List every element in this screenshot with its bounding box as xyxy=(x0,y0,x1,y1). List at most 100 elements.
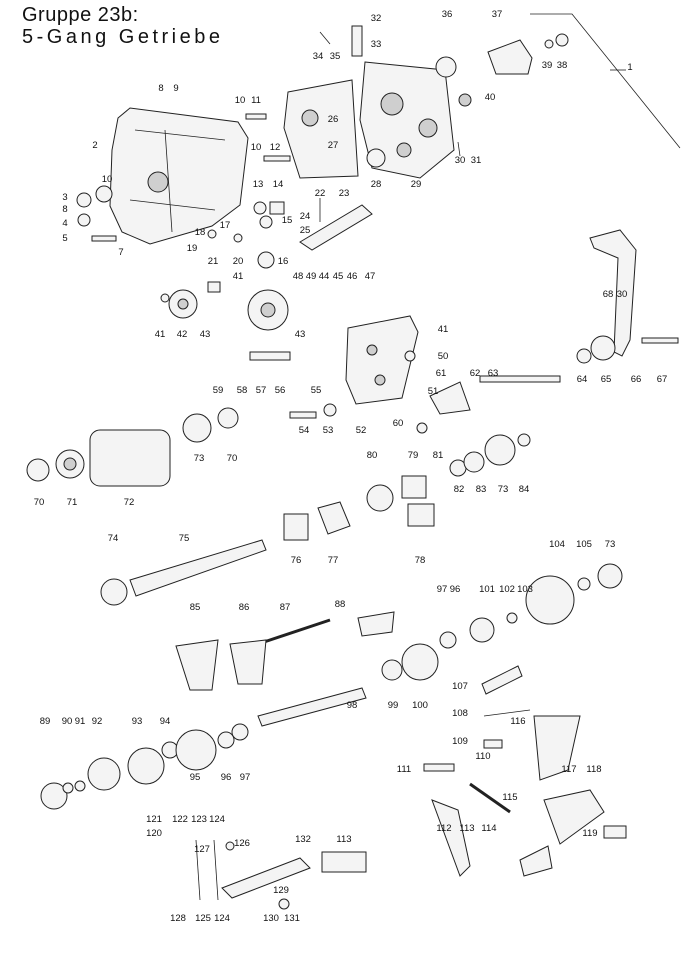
callout-c50: 50 xyxy=(438,351,449,362)
callout-c28: 28 xyxy=(371,179,382,190)
callout-c43a: 43 xyxy=(200,329,211,340)
callout-c44: 44 xyxy=(319,271,330,282)
callout-c85: 85 xyxy=(190,602,201,613)
callout-c93: 93 xyxy=(132,716,143,727)
callout-c11: 11 xyxy=(251,95,261,106)
callout-c40: 40 xyxy=(485,92,496,103)
callout-c65: 65 xyxy=(601,374,612,385)
callout-c59: 59 xyxy=(213,385,224,396)
shift-spring-housing xyxy=(481,665,523,695)
callout-c53: 53 xyxy=(323,425,334,436)
callout-c38: 38 xyxy=(557,60,568,71)
callout-c1: 1 xyxy=(627,62,632,73)
callout-c25: 25 xyxy=(300,225,311,236)
callout-c116: 116 xyxy=(510,716,525,727)
callout-c117: 117 xyxy=(561,764,576,775)
callout-c55: 55 xyxy=(311,385,322,396)
callout-c63: 63 xyxy=(488,368,499,379)
shift-lever xyxy=(533,715,581,781)
callout-c9: 9 xyxy=(173,83,178,94)
callout-c16: 16 xyxy=(278,256,289,267)
callout-c36: 36 xyxy=(442,9,453,20)
callout-c75: 75 xyxy=(179,533,190,544)
fork-bracket xyxy=(299,204,373,251)
callout-c124b: 124 xyxy=(214,913,230,924)
callout-c10c: 10 xyxy=(251,142,262,153)
transmission-housing xyxy=(109,107,249,245)
kickstart-lever xyxy=(589,229,637,357)
callout-c104: 104 xyxy=(549,539,565,550)
callout-c66: 66 xyxy=(631,374,642,385)
callout-c131: 131 xyxy=(284,913,300,924)
callout-c31: 31 xyxy=(471,155,482,166)
callout-c113a: 113 xyxy=(459,823,474,834)
callout-c48: 48 xyxy=(293,271,304,282)
callout-c30: 30 xyxy=(455,155,466,166)
callout-c46: 46 xyxy=(347,271,358,282)
callout-c51: 51 xyxy=(428,386,439,397)
callout-c12: 12 xyxy=(270,142,281,153)
callout-c43b: 43 xyxy=(295,329,306,340)
callout-c113b: 113 xyxy=(336,834,351,845)
callout-c27: 27 xyxy=(328,140,339,151)
callout-c124a: 124 xyxy=(209,814,225,825)
callout-c64: 64 xyxy=(577,374,588,385)
callout-c7: 7 xyxy=(118,247,123,258)
callout-c80: 80 xyxy=(367,450,378,461)
callout-c126: 126 xyxy=(234,838,250,849)
callout-c41b: 41 xyxy=(233,271,244,282)
callout-c57: 57 xyxy=(256,385,267,396)
callout-c88: 88 xyxy=(335,599,346,610)
callout-c35: 35 xyxy=(330,51,341,62)
callout-c114: 114 xyxy=(481,823,496,834)
housing-cover xyxy=(359,61,455,179)
callout-c8: 8 xyxy=(62,204,67,215)
callout-c123: 123 xyxy=(191,814,207,825)
callout-c24: 24 xyxy=(300,211,311,222)
callout-c72: 72 xyxy=(124,497,135,508)
callout-c111: 111 xyxy=(397,764,411,775)
callout-c18: 18 xyxy=(195,227,206,238)
callout-c120: 120 xyxy=(146,828,162,839)
callout-c54: 54 xyxy=(299,425,310,436)
callout-c97a: 97 xyxy=(240,772,251,783)
callout-c45: 45 xyxy=(333,271,344,282)
callout-c37: 37 xyxy=(492,9,503,20)
large-gear xyxy=(525,575,575,625)
shift-plate xyxy=(345,315,419,405)
callout-c34: 34 xyxy=(313,51,324,62)
callout-c109: 109 xyxy=(452,736,468,747)
callout-c94: 94 xyxy=(160,716,171,727)
callout-c60: 60 xyxy=(393,418,404,429)
callout-c49: 49 xyxy=(306,271,317,282)
callout-c32: 32 xyxy=(371,13,382,24)
callout-c122: 122 xyxy=(172,814,188,825)
callout-c95: 95 xyxy=(190,772,201,783)
callout-c87: 87 xyxy=(280,602,291,613)
callout-c79: 79 xyxy=(408,450,419,461)
callout-c130: 130 xyxy=(263,913,279,924)
callout-c41a: 41 xyxy=(155,329,166,340)
callout-c82: 82 xyxy=(454,484,465,495)
callout-c128: 128 xyxy=(170,913,186,924)
callout-c105: 105 xyxy=(576,539,592,550)
callout-c125: 125 xyxy=(195,913,211,924)
gasket xyxy=(283,79,359,179)
callout-c4: 4 xyxy=(62,218,67,229)
callout-c58: 58 xyxy=(237,385,248,396)
callout-c19: 19 xyxy=(187,243,198,254)
callout-c10b: 10 xyxy=(235,95,246,106)
callout-c97b: 97 xyxy=(437,584,448,595)
callout-c42: 42 xyxy=(177,329,188,340)
callout-c70a: 70 xyxy=(34,497,45,508)
callout-c5: 5 xyxy=(62,233,67,244)
callout-c77: 77 xyxy=(328,555,339,566)
callout-c23: 23 xyxy=(339,188,350,199)
callout-c41c: 41 xyxy=(438,324,449,335)
callout-c71: 71 xyxy=(67,497,78,508)
callout-c3: 3 xyxy=(62,192,67,203)
callout-c73a: 73 xyxy=(194,453,205,464)
